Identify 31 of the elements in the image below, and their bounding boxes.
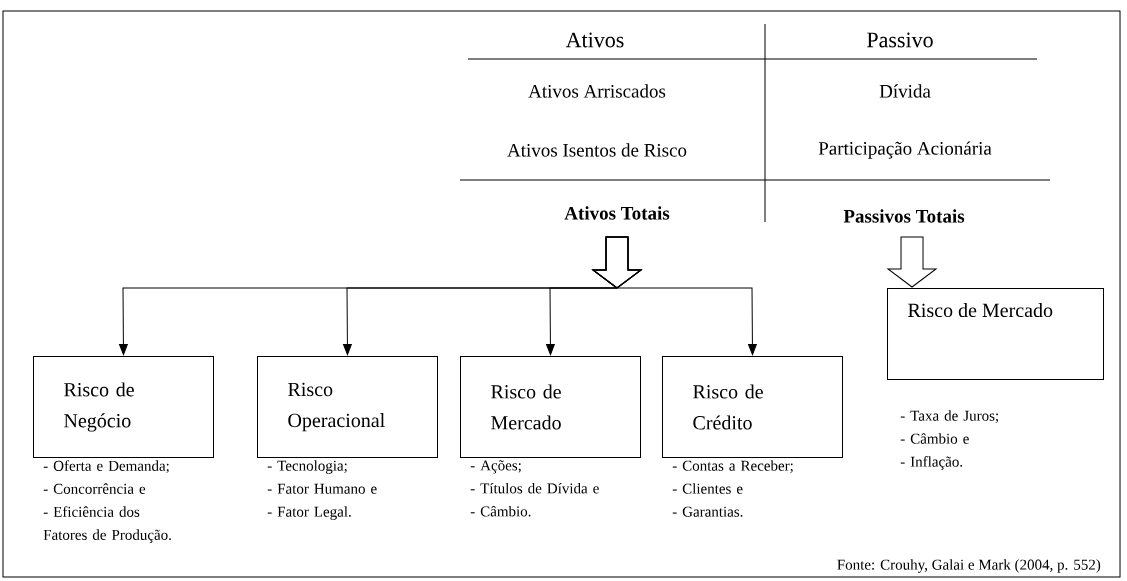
block-arrow — [887, 236, 937, 288]
list-item: - Contas a Receber; — [672, 460, 793, 473]
total-label: Passivos Totais — [843, 209, 965, 223]
table-text: Dívida — [879, 84, 931, 98]
list-item: - Fator Humano e — [267, 483, 377, 494]
risk-box: Risco de Mercado — [887, 288, 1104, 380]
table-text: Ativos Arriscados — [528, 84, 666, 98]
total-label: Ativos Totais — [564, 206, 670, 220]
list-item: - Câmbio. — [470, 505, 531, 517]
table-text: Passivo — [867, 32, 933, 48]
list-item: - Títulos de Dívida e — [470, 482, 599, 494]
list-item: - Garantias. — [672, 506, 743, 517]
list-item: - Câmbio e — [900, 433, 969, 444]
list-item: - Eficiência dos Fatores de Produção. — [43, 506, 171, 543]
source-note: Fonte: Crouhy, Galai e Mark (2004, p. 552) — [837, 559, 1101, 573]
list-item: - Oferta e Demanda; — [43, 460, 169, 474]
table-text: Participação Acionária — [818, 141, 992, 159]
list-item: - Tecnologia; — [267, 460, 347, 474]
table-text: Ativos — [565, 32, 624, 48]
list-item: - Fator Legal. — [267, 506, 351, 520]
risk-box: Risco de Negócio — [33, 356, 214, 458]
list-item: - Clientes e — [672, 483, 743, 494]
list-item: - Taxa de Juros; — [900, 410, 998, 423]
list-item: - Inflação. — [900, 456, 963, 470]
list-item: - Concorrência e — [43, 483, 146, 494]
table-text: Ativos Isentos de Risco — [507, 143, 687, 157]
risk-box: Risco de Crédito — [662, 356, 843, 458]
arrow — [592, 236, 757, 356]
list-item: - Ações; — [470, 460, 521, 474]
risk-box: Risco de Mercado — [460, 356, 641, 458]
risk-box: Risco Operacional — [257, 356, 438, 458]
